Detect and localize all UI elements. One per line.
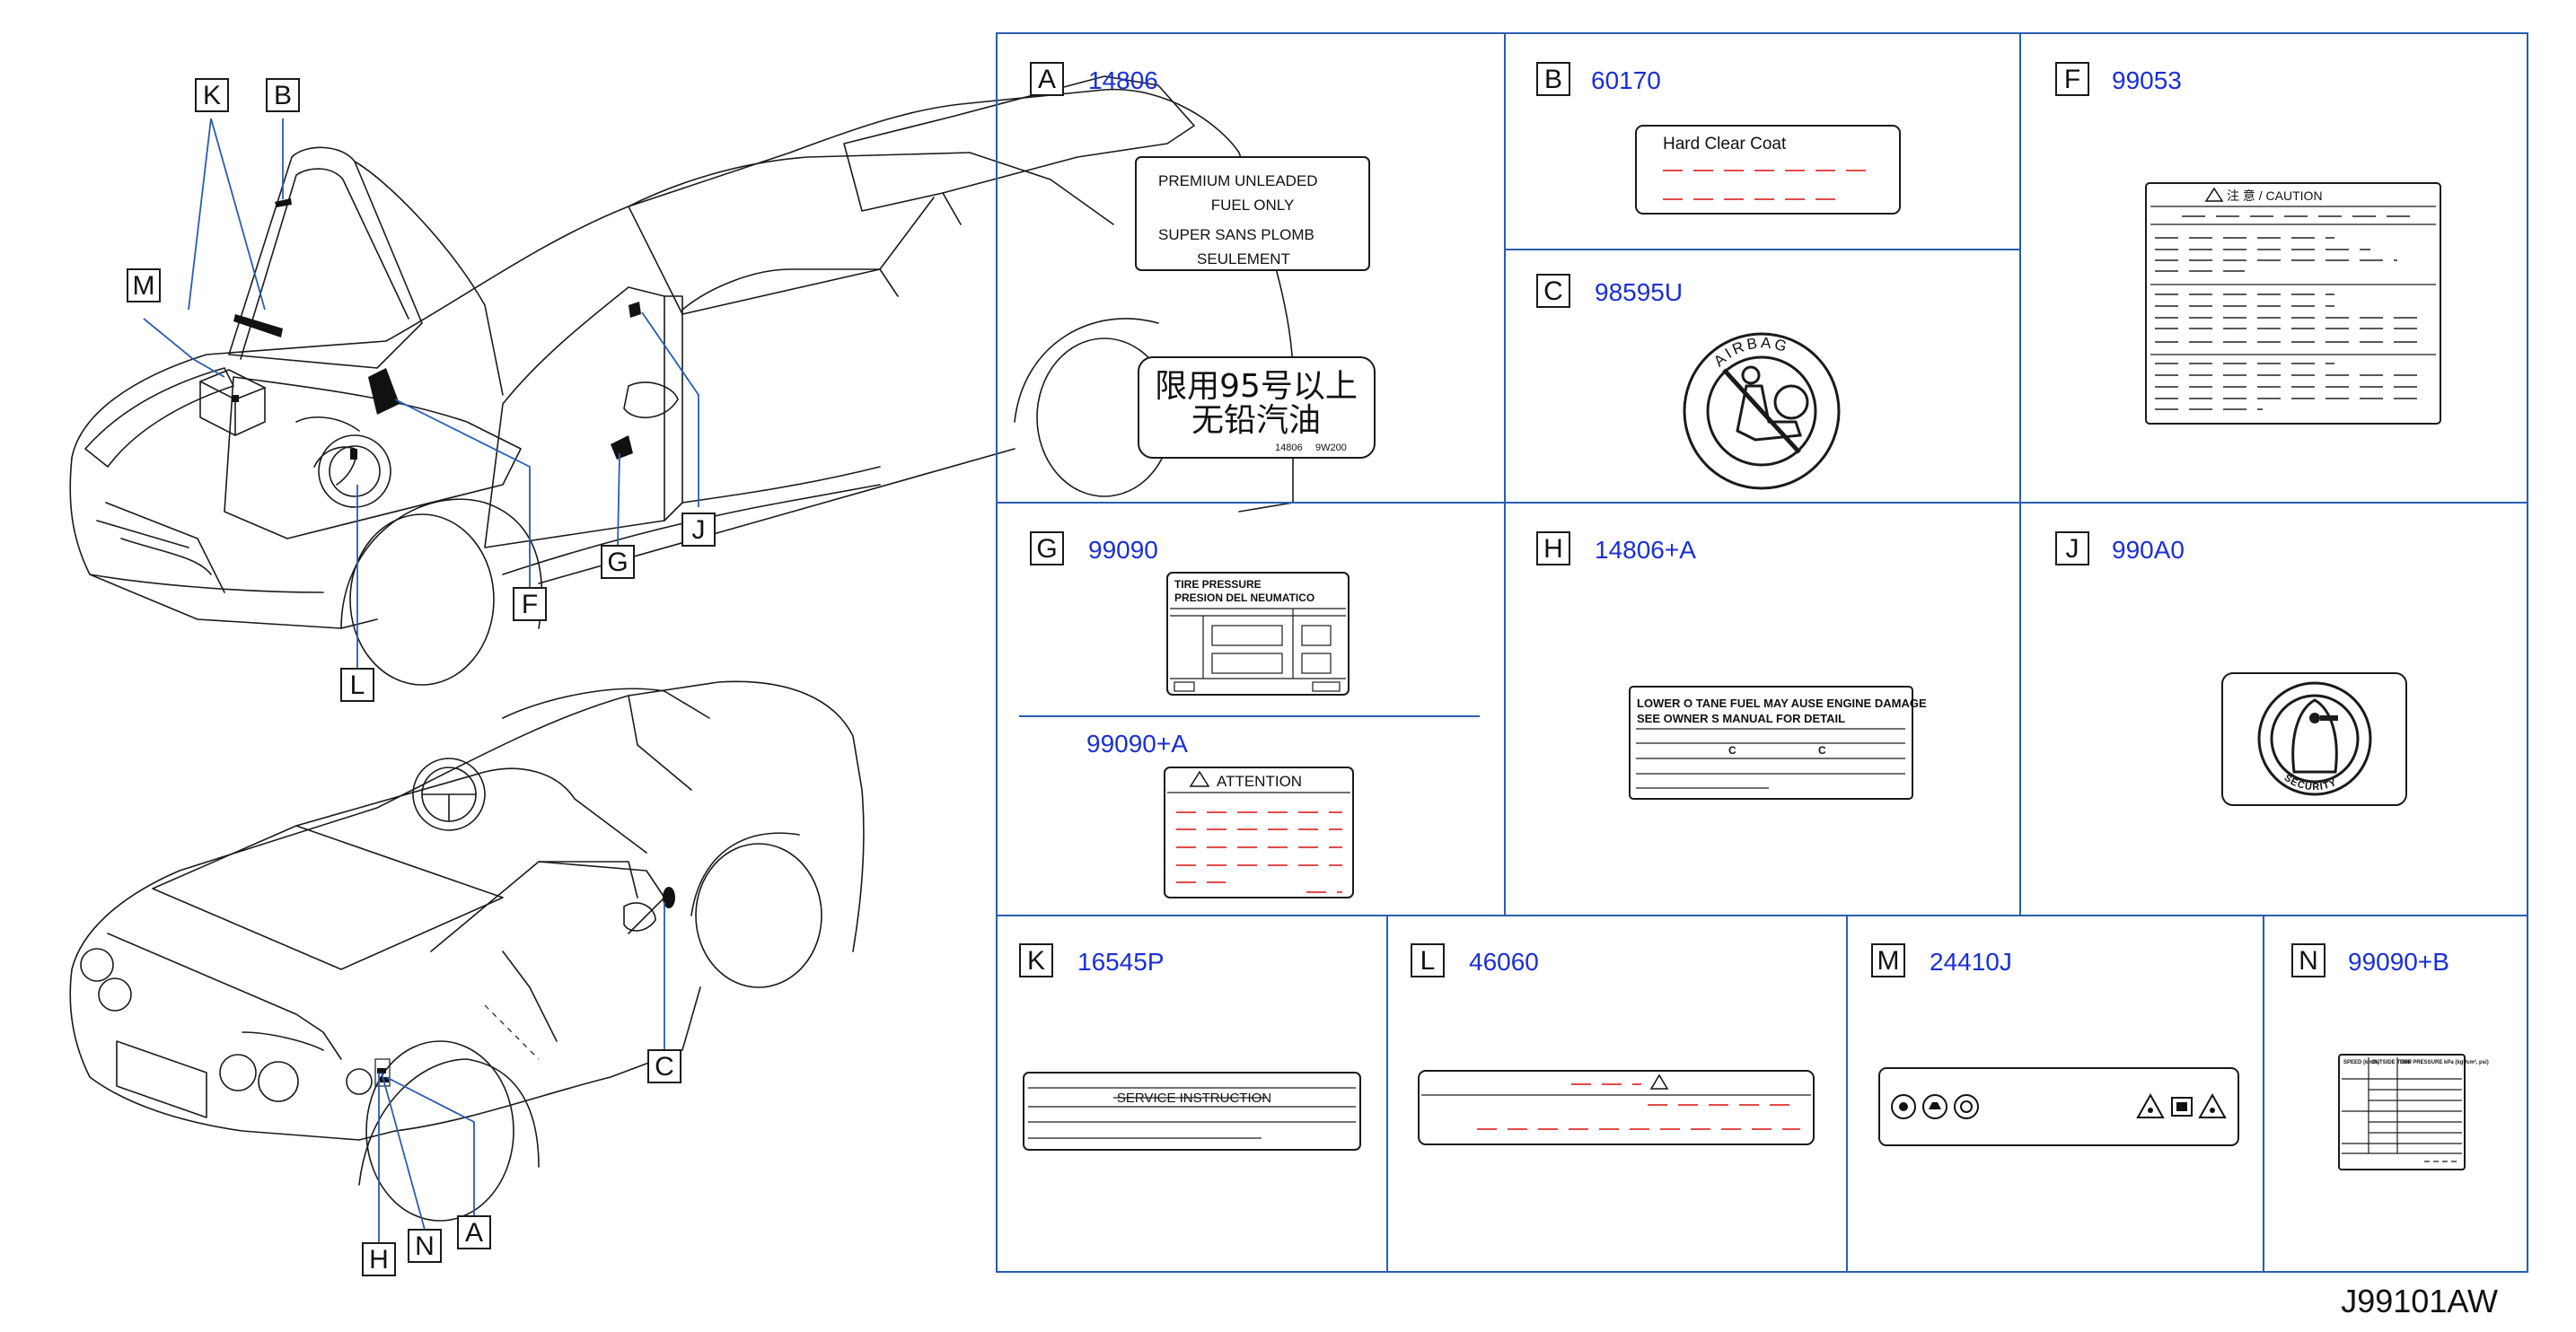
callout-M: M: [127, 268, 161, 302]
svg-text:C: C: [1818, 744, 1826, 757]
svg-text:60170: 60170: [1591, 66, 1661, 94]
svg-text:F: F: [2064, 65, 2080, 94]
svg-text:SUPER SANS PLOMB: SUPER SANS PLOMB: [1158, 226, 1314, 243]
svg-text:14806+A: 14806+A: [1595, 536, 1696, 564]
svg-text:9W200: 9W200: [1315, 443, 1347, 453]
svg-text:99053: 99053: [2112, 66, 2182, 94]
svg-text:SEULEMENT: SEULEMENT: [1197, 250, 1290, 267]
callout-boxes: K B M F L G J C H N A: [127, 78, 716, 1276]
svg-text:98595U: 98595U: [1595, 278, 1683, 306]
callout-L: L: [340, 668, 374, 702]
svg-text:Hard Clear Coat: Hard Clear Coat: [1663, 135, 1787, 153]
leader-lines: [143, 118, 699, 1243]
svg-text:限用95号以上: 限用95号以上: [1155, 368, 1358, 405]
label-f-caution: 注 意 / CAUTION: [2145, 182, 2441, 425]
svg-text:PRESION DEL NEUMATICO: PRESION DEL NEUMATICO: [1174, 592, 1314, 604]
svg-text:24410J: 24410J: [1930, 948, 2012, 976]
label-g-attention: ATTENTION: [1164, 767, 1354, 898]
label-l-warning: [1418, 1070, 1815, 1145]
svg-text:SPEED (km/h): SPEED (km/h): [2343, 1060, 2379, 1065]
svg-text:L: L: [350, 670, 365, 700]
svg-text:B: B: [1544, 65, 1562, 94]
svg-text:14806: 14806: [1088, 66, 1158, 94]
svg-text:G: G: [1036, 534, 1057, 564]
car-top-illustration: [69, 75, 1294, 686]
svg-text:注 意 / CAUTION: 注 意 / CAUTION: [2227, 188, 2323, 203]
svg-text:ATTENTION: ATTENTION: [1217, 773, 1302, 790]
callout-C: C: [647, 1049, 681, 1083]
svg-text:无铅汽油: 无铅汽油: [1191, 402, 1321, 439]
svg-text:G: G: [607, 548, 628, 577]
svg-text:99090: 99090: [1088, 536, 1158, 564]
svg-text:FUEL ONLY: FUEL ONLY: [1211, 197, 1295, 214]
svg-text:B: B: [274, 81, 292, 110]
callout-H: H: [362, 1242, 396, 1276]
svg-text:M: M: [1877, 946, 1900, 976]
svg-text:H: H: [1543, 534, 1563, 564]
svg-text:16545P: 16545P: [1077, 948, 1165, 976]
svg-text:C: C: [1728, 744, 1736, 757]
svg-text:M: M: [133, 271, 155, 301]
svg-text:99090+A: 99090+A: [1086, 730, 1188, 758]
svg-text:J: J: [692, 515, 706, 545]
label-g-tire-pressure: TIRE PRESSURE PRESION DEL NEUMATICO: [1166, 572, 1350, 696]
callout-G: G: [601, 545, 635, 579]
car-bottom-illustration: [69, 680, 865, 1222]
svg-text:99090+B: 99090+B: [2348, 948, 2449, 976]
svg-text:A: A: [1038, 65, 1056, 94]
callout-N: N: [408, 1229, 442, 1263]
svg-text:SEE OWNER S MANUAL FOR DETAIL: SEE OWNER S MANUAL FOR DETAIL: [1637, 712, 1845, 725]
svg-text:46060: 46060: [1469, 948, 1539, 976]
svg-text:K: K: [203, 81, 221, 110]
label-n-tire-table: SPEED (km/h) OUTSIDE TEMP TIRE PRESSURE …: [2338, 1054, 2489, 1170]
svg-text:C: C: [655, 1052, 674, 1082]
svg-text:N: N: [2299, 946, 2318, 976]
callout-J: J: [681, 513, 716, 547]
label-a-english: PREMIUM UNLEADED FUEL ONLY SUPER SANS PL…: [1135, 156, 1370, 271]
callout-A: A: [457, 1215, 491, 1249]
label-h-octane-warning: LOWER O TANE FUEL MAY AUSE ENGINE DAMAGE…: [1629, 686, 1927, 800]
svg-text:N: N: [415, 1231, 435, 1261]
callout-K: K: [195, 78, 229, 112]
label-m-symbols: [1878, 1067, 2239, 1146]
svg-text:H: H: [369, 1245, 389, 1275]
svg-text:L: L: [1420, 946, 1436, 976]
label-b-hard-clear-coat: Hard Clear Coat: [1635, 125, 1901, 215]
svg-text:F: F: [522, 590, 538, 619]
label-c-airbag: AIRBAG: [1683, 332, 1841, 490]
svg-text:C: C: [1543, 276, 1563, 306]
svg-text:14806: 14806: [1275, 443, 1303, 453]
svg-text:A: A: [465, 1218, 483, 1248]
reference-code: J99101AW: [2341, 1283, 2498, 1319]
cell-headers: A 14806 B 60170 F 99053 C 98595U G 99090…: [1019, 62, 2449, 977]
callout-B: B: [266, 78, 300, 112]
svg-text:TIRE PRESSURE kPa (kgf/cm², ps: TIRE PRESSURE kPa (kgf/cm², psi): [2399, 1059, 2489, 1065]
svg-text:J: J: [2066, 534, 2079, 564]
label-j-security: SECURITY: [2221, 672, 2407, 806]
label-k-service-instruction: SERVICE INSTRUCTION: [1023, 1072, 1361, 1151]
label-grid: [996, 32, 2528, 1273]
label-a-chinese: 限用95号以上 无铅汽油 14806 9W200: [1138, 356, 1376, 459]
svg-text:OUTSIDE TEMP: OUTSIDE TEMP: [2371, 1060, 2412, 1065]
svg-text:PREMIUM UNLEADED: PREMIUM UNLEADED: [1158, 172, 1318, 189]
svg-text:K: K: [1027, 946, 1045, 976]
svg-text:TIRE PRESSURE: TIRE PRESSURE: [1174, 578, 1262, 591]
svg-text:LOWER O TANE FUEL MAY AUSE E: LOWER O TANE FUEL MAY AUSE ENGINE DAMAGE: [1637, 697, 1927, 710]
callout-F: F: [513, 587, 547, 621]
svg-text:990A0: 990A0: [2112, 536, 2185, 564]
